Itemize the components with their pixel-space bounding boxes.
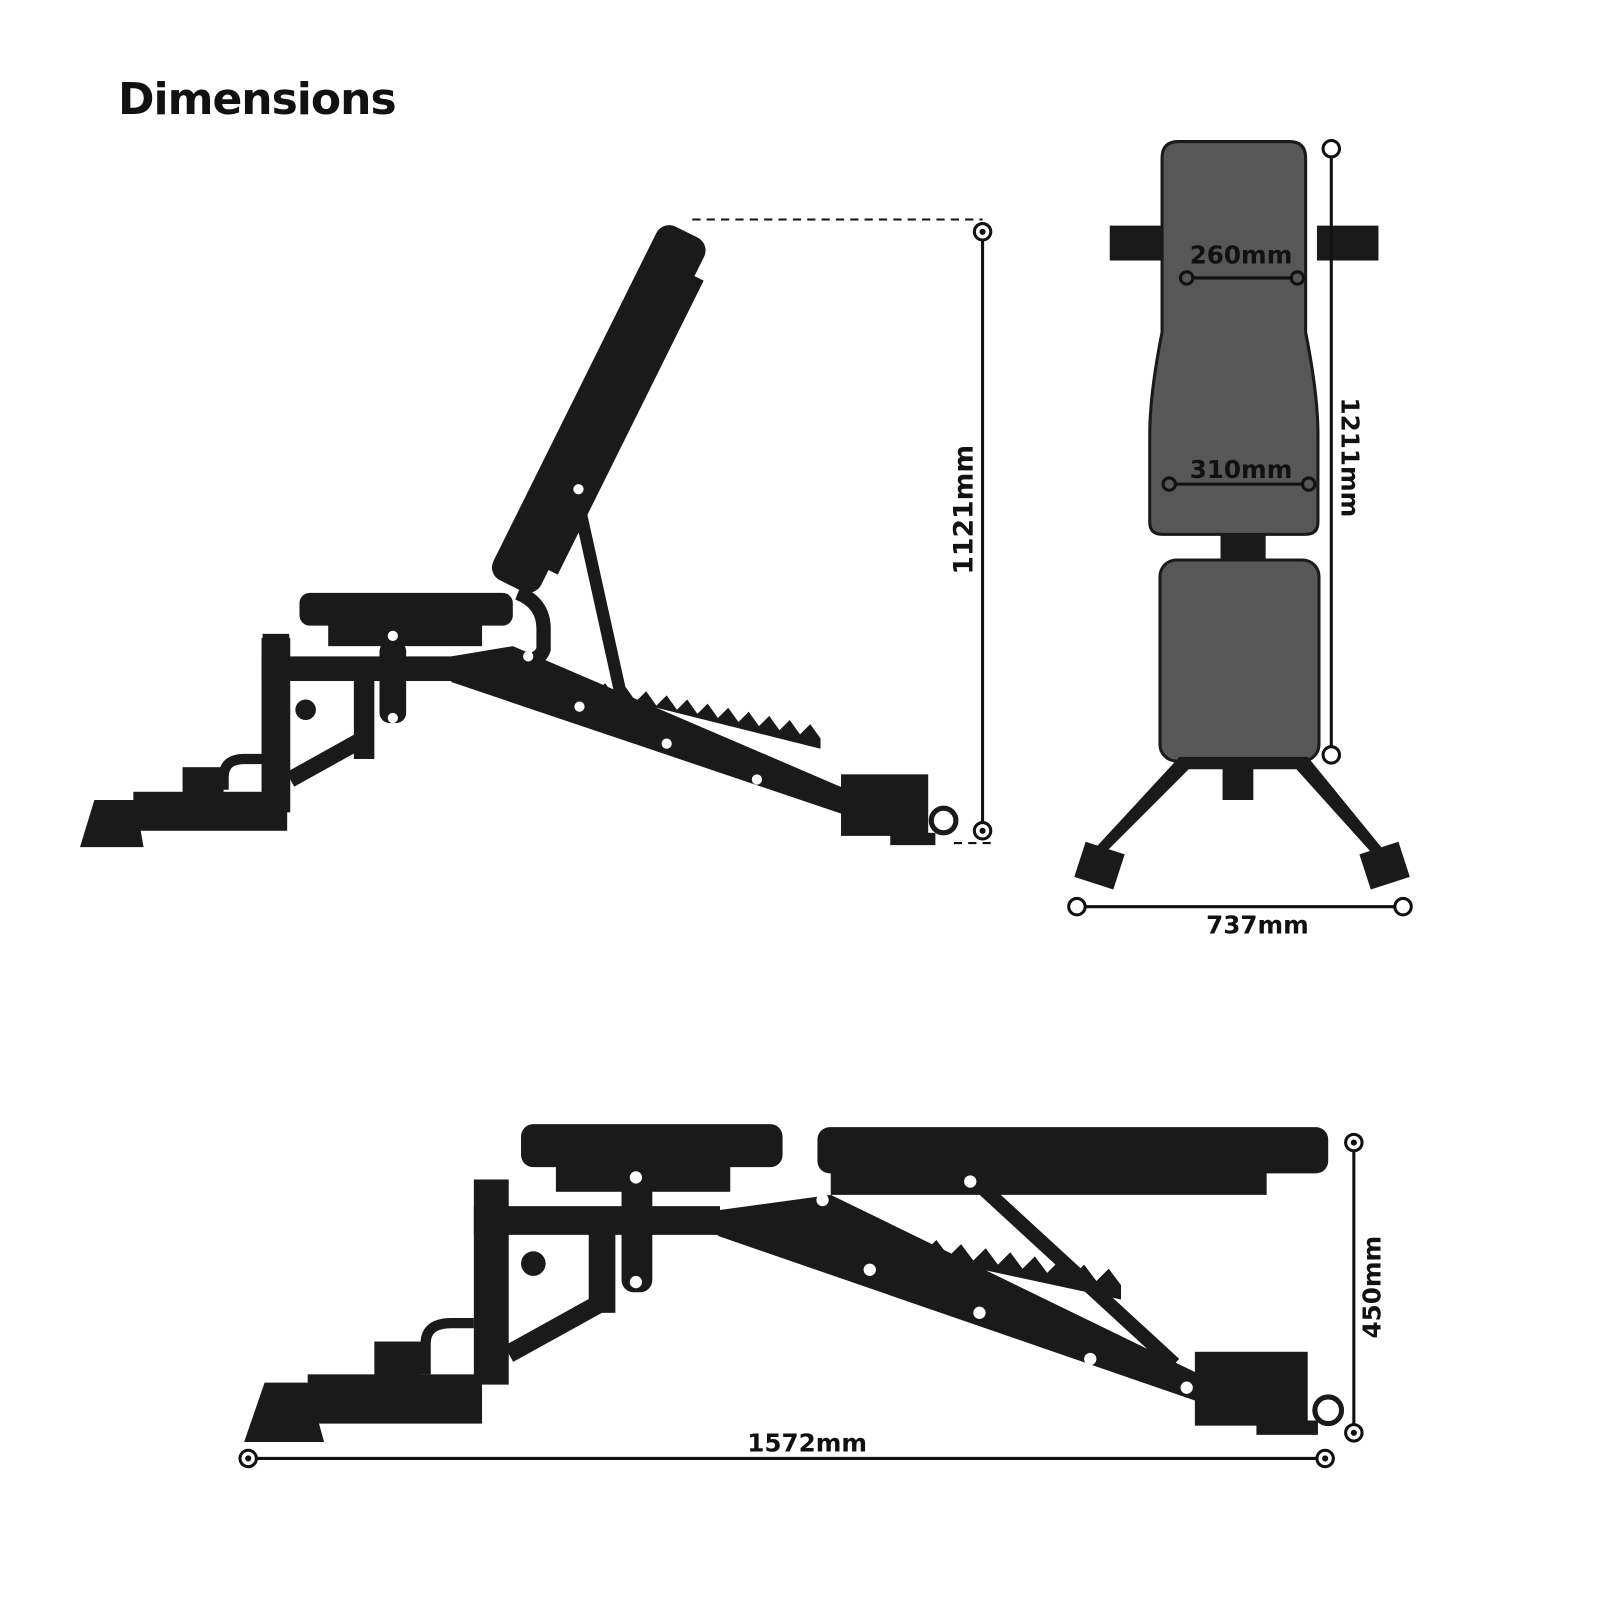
knob: [295, 699, 316, 720]
right-handle: [1316, 225, 1379, 261]
backrest-pad: [491, 225, 706, 593]
base-legs: [1092, 756, 1385, 852]
front-length-label: 1211mm: [1336, 398, 1365, 518]
front-foot-pad: [1256, 1420, 1318, 1435]
seat-pad: [521, 1124, 783, 1168]
backrest-support-strut: [979, 1184, 1180, 1370]
base-width-label: 737mm: [1206, 910, 1309, 939]
rear-foot: [80, 800, 144, 848]
flat-dimensions: [238, 1132, 1364, 1469]
flat-height-label: 450mm: [1358, 1236, 1387, 1339]
main-beam: [451, 646, 867, 821]
mid-width-label: 310mm: [1190, 455, 1293, 484]
page-title: Dimensions: [118, 74, 397, 125]
front-foot: [841, 774, 929, 836]
incline-height-dimension: [692, 218, 997, 845]
front-dimensions: [1067, 138, 1413, 917]
flat-length-label: 1572mm: [747, 1428, 867, 1457]
incline-bench-side-view: [80, 225, 959, 848]
rear-upright-cap: [262, 633, 290, 647]
right-foot-pad: [1359, 841, 1410, 890]
diagonal-brace: [286, 731, 369, 787]
rear-base-bar: [307, 1374, 483, 1424]
center-post: [1220, 533, 1266, 563]
backrest-pad: [817, 1127, 1329, 1174]
backrest-support-strut: [573, 506, 629, 704]
seat-bracket: [379, 641, 407, 724]
top-width-label: 260mm: [1190, 241, 1293, 270]
bolts: [629, 1171, 1193, 1394]
incline-height-label: 1121mm: [948, 445, 979, 575]
seat-pad: [299, 592, 513, 626]
bench-front-view: [1074, 140, 1410, 890]
flat-bench-side-view: [244, 1124, 1345, 1443]
wheel: [1312, 1394, 1345, 1427]
rear-base-bar: [133, 791, 288, 831]
center-leg-bracket: [1222, 764, 1254, 800]
notch-teeth: [825, 1223, 1122, 1300]
main-beam: [717, 1194, 1211, 1406]
notch-teeth: [574, 678, 821, 749]
rear-foot-pad: [374, 1341, 421, 1379]
front-foot-pad: [890, 832, 936, 846]
rear-foot: [244, 1382, 325, 1443]
backrest-frame: [544, 274, 704, 575]
seat-front: [1158, 558, 1321, 763]
handle-loop: [420, 1317, 474, 1375]
knob: [521, 1251, 546, 1276]
bolts: [387, 484, 763, 785]
left-foot-pad: [1074, 841, 1125, 890]
handle-loop: [218, 753, 267, 790]
diagonal-brace: [504, 1292, 610, 1362]
seat-bracket: [621, 1179, 653, 1293]
front-foot: [1194, 1351, 1308, 1426]
wheel: [928, 805, 959, 836]
rear-foot-pad: [182, 767, 224, 796]
